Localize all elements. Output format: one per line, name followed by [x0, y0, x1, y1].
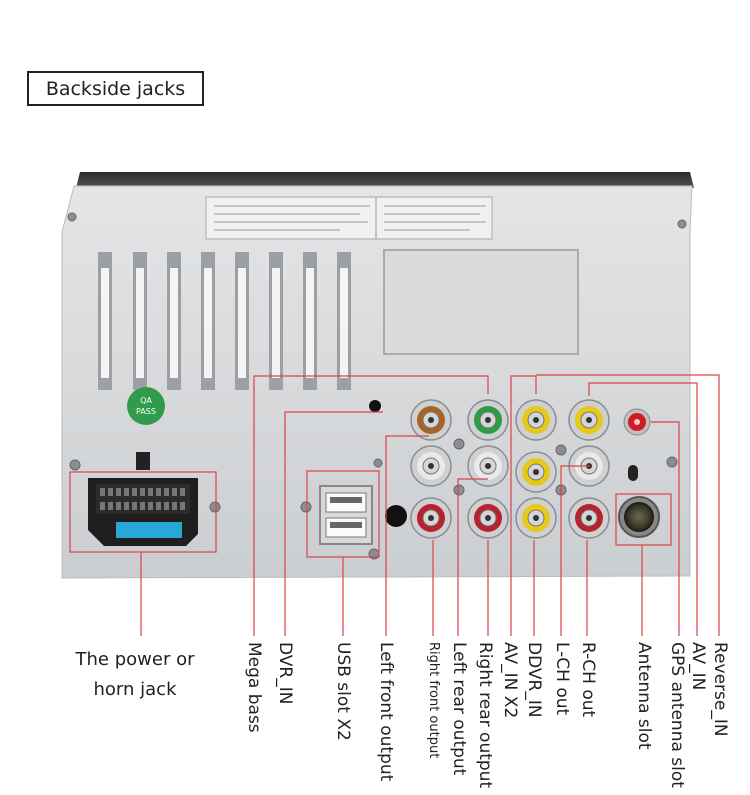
unit-top-edge: [76, 172, 694, 188]
rca-jack-5: [410, 445, 452, 487]
label-r-ch-out: R-CH out: [578, 642, 598, 718]
callout-lines: [69, 374, 720, 636]
qa-pass-sticker: QA PASS: [127, 387, 165, 425]
rca-jack-12: [568, 497, 610, 539]
label-right-rear-output: Right rear output: [475, 642, 495, 789]
spec-sticker: [205, 196, 493, 240]
label-reverse-in: Reverse_IN: [710, 642, 730, 737]
label-left-front-output: Left front output: [376, 642, 396, 782]
rca-jack-4: [568, 399, 610, 441]
power-connector: [88, 452, 198, 546]
label-left-rear-output: Left rear output: [449, 642, 469, 776]
qa-line2: PASS: [136, 407, 156, 416]
power-jack-label-line2: horn jack: [93, 679, 177, 700]
mega-bass-jack: [369, 400, 381, 412]
section-title: Backside jacks: [27, 71, 204, 106]
label-av-in: AV_IN: [688, 642, 708, 691]
label-gps-antenna-slot: GPS antenna slot: [667, 642, 687, 788]
power-jack-label-line1: The power or: [75, 649, 195, 670]
label-dvr-in: DVR_IN: [275, 642, 295, 705]
mic-slot: [628, 465, 638, 481]
dvr-in-jack: [385, 505, 407, 527]
label-av-in-x2: AV_IN X2: [500, 642, 520, 719]
rca-jack-6: [467, 445, 509, 487]
label-right-front-output: Right front output: [426, 642, 441, 759]
label-usb-slot: USB slot X2: [333, 642, 353, 741]
label-antenna-slot: Antenna slot: [634, 642, 654, 750]
rca-jack-11: [515, 497, 557, 539]
rca-jack-2: [467, 399, 509, 441]
label-mega-bass: Mega bass: [244, 642, 264, 733]
usb-ports: [319, 485, 373, 545]
qa-line1: QA: [140, 396, 152, 405]
rca-jack-7: [515, 451, 557, 493]
label-l-ch-out: L-CH out: [552, 642, 572, 716]
rca-jack-1: [410, 399, 452, 441]
rca-jack-10: [467, 497, 509, 539]
embossed-panel: [383, 249, 579, 355]
gps-antenna-socket: [623, 408, 651, 436]
antenna-socket: [618, 496, 660, 538]
power-jack-label: The power or horn jack: [60, 645, 210, 705]
rca-jack-3: [515, 399, 557, 441]
rca-jack-9: [410, 497, 452, 539]
label-ddvr-in: DDVR_IN: [524, 642, 544, 718]
